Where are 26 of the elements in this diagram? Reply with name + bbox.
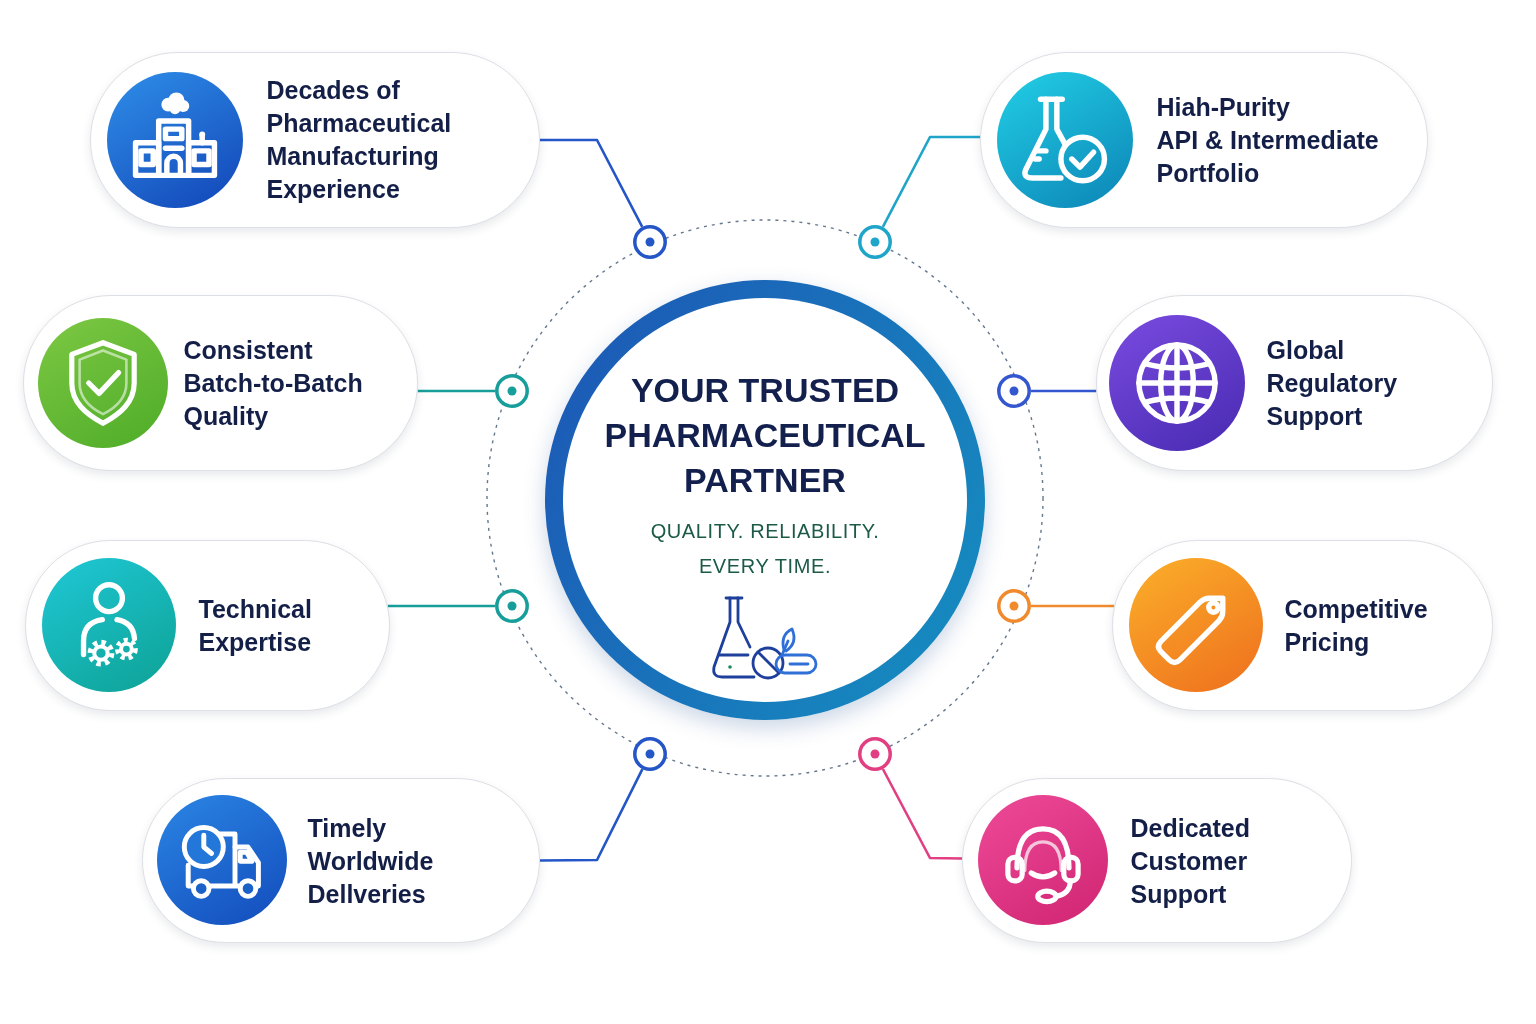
- connector-line: [417, 389, 495, 393]
- connector-line: [1031, 604, 1115, 608]
- ring-node: [858, 225, 892, 259]
- connector-line: [540, 768, 644, 862]
- connector-line: [881, 135, 981, 228]
- ring-node: [858, 737, 892, 771]
- feature-label: Global Regulatory Support: [1266, 334, 1398, 432]
- feature-label: Decades of Pharmaceutical Manufacturing Experience: [266, 75, 452, 205]
- ring-node: [997, 374, 1031, 408]
- ring-node: [495, 374, 529, 408]
- hub-heading: YOUR TRUSTED PHARMACEUTICAL PARTNER: [604, 370, 926, 501]
- feature-label: Technical Expertise: [198, 593, 312, 658]
- ring-node: [633, 737, 667, 771]
- connector-line: [1031, 389, 1097, 393]
- connector-line: [881, 768, 963, 860]
- feature-label: Competitive Pricing: [1284, 593, 1428, 658]
- ring-node: [495, 589, 529, 623]
- ring-node: [997, 589, 1031, 623]
- feature-label: Consistent Batch-to-Batch Quality: [183, 334, 363, 432]
- feature-label: Dedicated Customer Support: [1130, 812, 1250, 910]
- hub-tagline: QUALITY. RELIABILITY. EVERY TIME.: [650, 519, 880, 579]
- feature-label: Hiah-Purity API & Intermediate Portfolio: [1156, 91, 1379, 189]
- feature-label: Timely Worldwide Dellveries: [307, 812, 434, 909]
- connector-line: [540, 138, 644, 228]
- ring-node: [633, 225, 667, 259]
- connector-line: [387, 604, 495, 608]
